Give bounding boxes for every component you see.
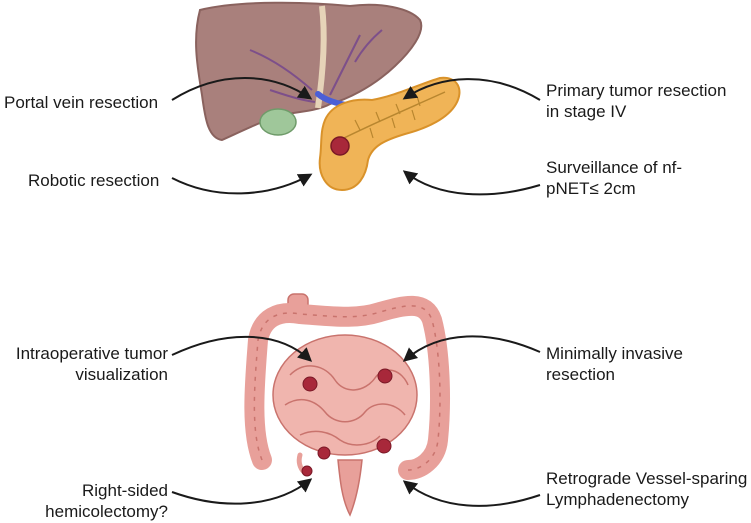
- intestine-tumor-icon: [317, 446, 331, 460]
- label-portal-vein-resection: Portal vein resection: [4, 92, 158, 113]
- label-text: Intraoperative tumor: [15, 344, 168, 363]
- label-text: visualization: [75, 365, 168, 384]
- arrow-primary-tumor: [402, 78, 541, 101]
- arrow-right-sided: [171, 478, 313, 505]
- label-text: Robotic resection: [28, 171, 160, 190]
- label-text: hemicolectomy?: [45, 502, 168, 521]
- label-text: pNET≤ 2cm: [546, 179, 636, 198]
- label-primary-tumor-resection: Primary tumor resection in stage IV: [546, 80, 726, 122]
- label-retrograde-lymphadenectomy: Retrograde Vessel-sparing Lymphadenectom…: [546, 468, 747, 510]
- label-text: in stage IV: [546, 102, 627, 121]
- label-minimally-invasive-resection: Minimally invasive resection: [546, 343, 683, 385]
- arrow-surveillance: [402, 170, 541, 196]
- pancreas-tumor-icon: [330, 136, 350, 156]
- label-intraoperative-visualization: Intraoperative tumor visualization: [2, 343, 168, 385]
- label-surveillance: Surveillance of nf- pNET≤ 2cm: [546, 157, 682, 199]
- label-text: Lymphadenectomy: [546, 490, 690, 509]
- arrow-intraoperative: [171, 335, 313, 362]
- label-text: Surveillance of nf-: [546, 158, 683, 177]
- intestine-tumor-icon: [376, 438, 392, 454]
- arrows-group: [171, 77, 541, 507]
- arrow-retrograde: [402, 480, 541, 507]
- label-text: Portal vein resection: [4, 93, 159, 112]
- pancreas-illustration: [318, 76, 461, 192]
- label-text: Retrograde Vessel-sparing: [546, 469, 748, 488]
- label-robotic-resection: Robotic resection: [28, 170, 159, 191]
- arrow-portal-vein: [171, 77, 313, 101]
- label-right-sided-hemicolectomy: Right-sided hemicolectomy?: [30, 480, 168, 522]
- label-text: resection: [546, 365, 615, 384]
- label-text: Right-sided: [82, 481, 168, 500]
- intestine-tumor-icon: [377, 368, 393, 384]
- arrow-minimally-invasive: [402, 335, 541, 362]
- intestine-tumor-icon: [301, 465, 313, 477]
- label-text: Primary tumor resection: [546, 81, 727, 100]
- arrow-robotic: [171, 173, 313, 195]
- intestine-illustration: [244, 293, 450, 517]
- gallbladder-illustration: [259, 108, 297, 136]
- label-text: Minimally invasive: [546, 344, 683, 363]
- intestine-tumor-icon: [302, 376, 318, 392]
